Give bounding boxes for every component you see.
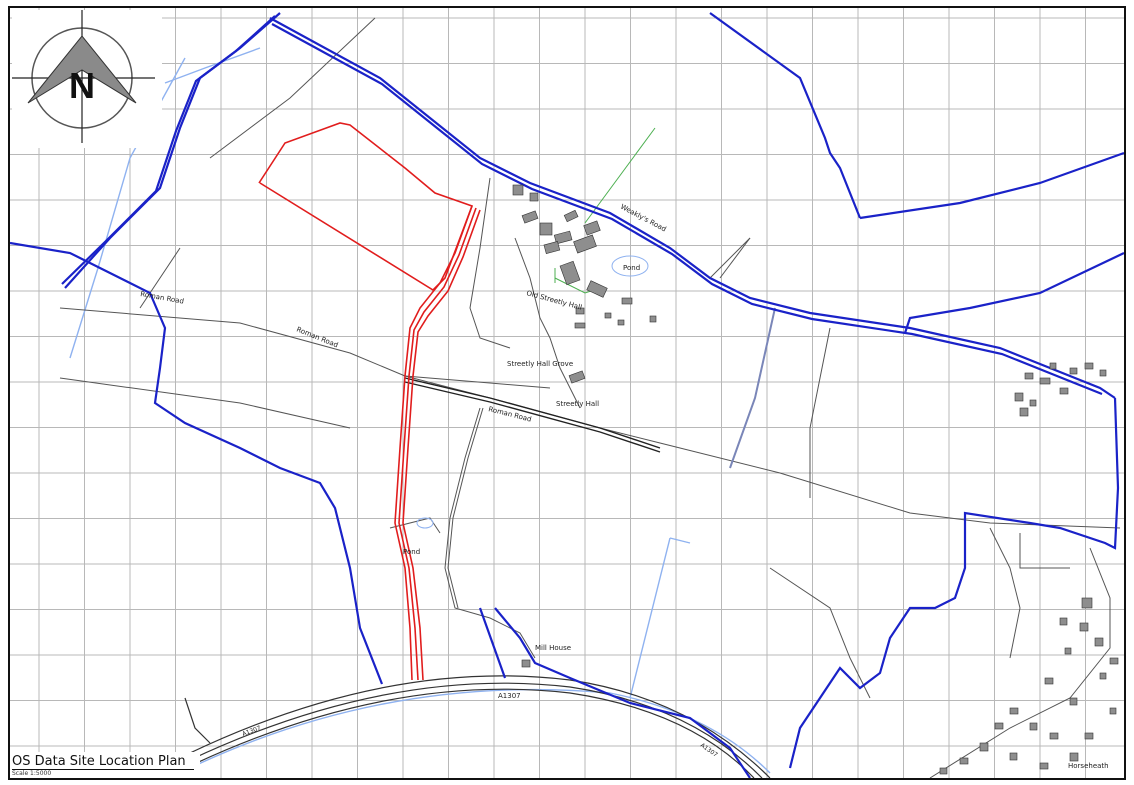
stream-a1307-south (189, 688, 771, 774)
label-roman-road: Roman Road (295, 325, 339, 349)
building (1069, 697, 1078, 706)
building (1029, 399, 1037, 407)
roman-road-west (59, 307, 1121, 529)
building (529, 192, 539, 202)
label-roman-road: Roman Road (140, 290, 185, 306)
label-weakly-road: Weakly's Road (619, 203, 667, 234)
building (512, 184, 524, 196)
building (1109, 707, 1117, 715)
building (1059, 617, 1068, 626)
building (617, 319, 625, 326)
building (1044, 677, 1054, 685)
building (1039, 762, 1049, 770)
roads (59, 17, 1121, 778)
site-cable-route (394, 205, 473, 681)
building (604, 312, 612, 319)
building (1079, 622, 1089, 632)
mill-lane (444, 407, 536, 659)
roman-road-dark (404, 377, 661, 453)
map-labels: Weakly's Road Roman Road Roman Road Roma… (140, 203, 1109, 770)
site-boundary[interactable] (258, 122, 481, 681)
pond-ellipse (611, 255, 649, 277)
building (1094, 637, 1104, 647)
building (1049, 732, 1059, 740)
building (994, 722, 1004, 730)
building (539, 222, 553, 236)
building (1099, 369, 1107, 377)
building (553, 230, 573, 245)
building (1009, 707, 1019, 715)
a1307-road (184, 675, 771, 778)
east-track (729, 307, 776, 469)
building (563, 209, 579, 223)
building (1081, 597, 1093, 609)
label-horseheath: Horseheath (1068, 762, 1109, 770)
building (1069, 367, 1078, 375)
building (649, 315, 657, 323)
building (521, 210, 539, 224)
stream-east (629, 537, 671, 699)
compass-arrow-icon (27, 35, 137, 104)
building (583, 220, 601, 236)
streetly-track (404, 375, 551, 389)
boundary-north-east (709, 12, 862, 219)
map-scale: Scale 1:5000 (12, 770, 52, 777)
building (543, 240, 561, 255)
building (1029, 722, 1038, 731)
building (586, 280, 608, 298)
building (1099, 672, 1107, 680)
building (573, 234, 597, 254)
label-streetly-hall-grove: Streetly Hall Grove (507, 360, 573, 368)
building (939, 767, 948, 775)
building (1024, 372, 1034, 380)
label-a1307: A1307 (241, 725, 262, 738)
label-pond: Pond (623, 264, 640, 272)
building (1019, 407, 1029, 417)
buildings (512, 184, 1119, 775)
map-title: OS Data Site Location Plan (12, 754, 194, 770)
stream-north (164, 47, 261, 84)
label-pond: Pond (403, 548, 420, 556)
building (568, 370, 586, 384)
label-a1307: A1307 (498, 692, 521, 700)
building (574, 322, 586, 329)
map-grid (10, 8, 1124, 778)
building (1084, 362, 1094, 370)
building (621, 297, 633, 305)
boundary-weakly-road (269, 17, 1116, 399)
compass-north-letter: N (69, 65, 95, 106)
building (521, 659, 531, 668)
label-old-streetly-hall: Old Streetly Hall (525, 289, 582, 312)
label-mill-house: Mill House (535, 644, 571, 652)
title-block: OS Data Site Location Plan Scale 1:5000 (10, 752, 200, 778)
parish-boundaries (10, 12, 1124, 778)
building (979, 742, 989, 752)
building (1084, 732, 1094, 740)
building (1064, 647, 1072, 655)
building (1039, 377, 1051, 385)
boundary-east (788, 397, 1120, 769)
building (959, 757, 969, 765)
building (1009, 752, 1018, 761)
building (559, 260, 581, 286)
site-field-polygon (258, 122, 474, 292)
building (1109, 657, 1119, 665)
ponds (416, 255, 649, 529)
building (1049, 362, 1057, 370)
label-streetly-hall: Streetly Hall (556, 400, 599, 408)
compass-rose: N (12, 10, 162, 148)
access-road-1 (469, 177, 511, 349)
pond-ellipse (416, 517, 434, 529)
map-canvas[interactable]: N Weakly's Road Roman Road Roman Road Ro… (10, 8, 1124, 778)
building (1014, 392, 1024, 402)
label-a1307: A1307 (699, 742, 719, 759)
building (1059, 387, 1069, 395)
building (1069, 752, 1079, 762)
stream-east-2 (669, 537, 691, 544)
map-frame: N Weakly's Road Roman Road Roman Road Ro… (8, 6, 1126, 780)
building (575, 307, 585, 315)
